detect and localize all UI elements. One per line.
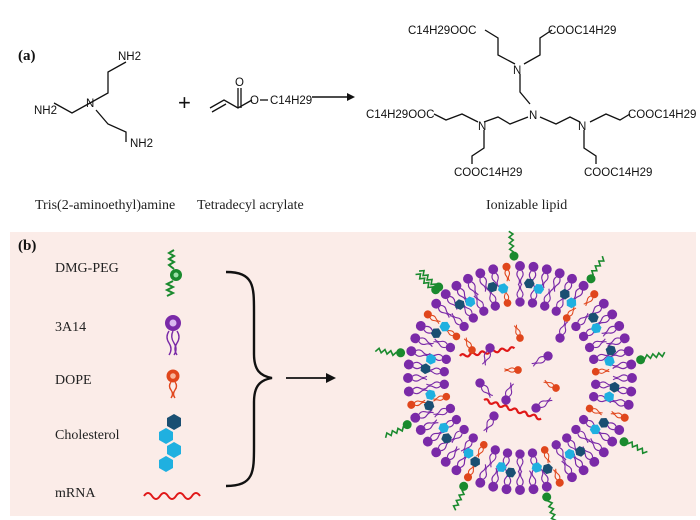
- ionizable-lipid-molecule: [402, 372, 428, 384]
- reactant2-name: Tetradecyl acrylate: [197, 198, 304, 213]
- plus-sign: +: [178, 90, 191, 115]
- grouping-brace: [225, 270, 273, 488]
- cholesterol-molecule: [603, 381, 620, 403]
- component-label-cholesterol: Cholesterol: [55, 428, 120, 443]
- acrylate-carbonyl-o: O: [235, 77, 244, 89]
- panel-a-label: (a): [18, 48, 36, 64]
- encapsulated-mrna: [459, 346, 542, 421]
- ionizable-lipid-structure: N N N N C14H29OOC COOC14H29 C14H29OOC CO…: [366, 25, 696, 179]
- dmg-peg-icon: [164, 249, 182, 297]
- tetradecyl-acrylate-structure: O O C14H29: [209, 77, 312, 113]
- dmg-peg-molecule: [447, 479, 471, 512]
- ionizable-lipid-molecule: [553, 319, 572, 345]
- dmg-peg-molecule: [634, 350, 667, 366]
- ionizable-lipid-molecule: [514, 448, 526, 473]
- ionizable-lipid-molecule: [514, 283, 526, 308]
- dope-molecule: [550, 467, 566, 489]
- ionizable-lipid-molecule: [585, 435, 612, 460]
- dmg-peg-molecule: [414, 267, 443, 297]
- dope-molecule: [591, 366, 611, 377]
- product-n-center: N: [529, 110, 537, 122]
- dope-molecule: [581, 287, 601, 309]
- tris-aminoethyl-amine-structure: N NH2 NH2 NH2: [34, 51, 153, 150]
- dope-molecule: [541, 377, 562, 394]
- ionizable-lipid-molecule: [428, 296, 455, 321]
- product-n-top: N: [513, 65, 521, 77]
- ionizable-lipid-molecule: [525, 469, 540, 496]
- ester-bottom-right: COOC14H29: [584, 167, 652, 179]
- dope-molecule: [421, 308, 443, 327]
- dmg-peg-molecule: [617, 434, 649, 460]
- dmg-peg-molecule: [583, 255, 611, 286]
- dope-molecule: [584, 402, 605, 418]
- dope-icon: [166, 369, 180, 399]
- ester-mid-right: COOC14H29: [628, 109, 696, 121]
- dope-molecule: [461, 335, 478, 356]
- acrylate-tail: C14H29: [270, 95, 312, 107]
- reactant1-name: Tris(2-aminoethyl)amine: [35, 198, 175, 213]
- amine-nh2-top: NH2: [118, 51, 141, 63]
- ionizable-lipid-molecule: [402, 383, 429, 398]
- 3a14-lipid-icon: [165, 315, 181, 356]
- ionizable-lipid-molecule: [514, 260, 526, 286]
- ionizable-lipid-molecule: [514, 470, 526, 496]
- acrylate-ester-o: O: [250, 95, 259, 107]
- dope-molecule: [609, 408, 631, 424]
- mrna-strand: [483, 398, 542, 421]
- dmg-peg-molecule: [381, 417, 414, 440]
- mrna-icon: [143, 492, 201, 500]
- dope-molecule: [539, 444, 554, 465]
- dope-molecule: [501, 261, 513, 283]
- ionizable-lipid-molecule: [611, 358, 638, 373]
- dope-molecule: [473, 439, 490, 460]
- amine-nh2-left: NH2: [34, 105, 57, 117]
- ionizable-lipid-molecule: [431, 335, 458, 355]
- reaction-arrow: [312, 93, 355, 101]
- lipid-nanoparticle: [374, 230, 667, 520]
- cholesterol-molecule: [420, 353, 437, 375]
- product-name: Ionizable lipid: [486, 198, 567, 213]
- ionizable-lipid-molecule: [529, 349, 555, 370]
- formation-arrow: [286, 373, 336, 383]
- ionizable-lipid-molecule: [529, 394, 555, 415]
- component-label-mrna: mRNA: [55, 486, 96, 501]
- ionizable-lipid-molecule: [612, 372, 638, 384]
- ionizable-lipid-molecule: [438, 443, 463, 470]
- dmg-peg-molecule: [540, 490, 558, 520]
- ionizable-lipid-molecule: [480, 409, 501, 435]
- dope-molecule: [405, 396, 427, 411]
- ester-top-left: C14H29OOC: [408, 25, 476, 37]
- component-label-dope: DOPE: [55, 373, 92, 388]
- mrna-strand: [459, 346, 516, 358]
- product-n-right: N: [578, 121, 586, 133]
- ionizable-lipid-molecule: [425, 378, 450, 391]
- dope-molecule: [511, 323, 526, 344]
- amine-nh2-bottom: NH2: [130, 138, 153, 150]
- panel-b-label: (b): [18, 238, 36, 254]
- ionizable-lipid-molecule: [472, 375, 496, 401]
- ester-top-right: COOC14H29: [548, 25, 616, 37]
- ester-mid-left: C14H29OOC: [366, 109, 434, 121]
- cholesterol-molecule: [429, 317, 452, 343]
- amine-n: N: [86, 98, 94, 110]
- component-label-dmg-peg: DMG-PEG: [55, 261, 119, 276]
- ionizable-lipid-molecule: [499, 381, 518, 407]
- dope-molecule: [503, 365, 523, 375]
- dmg-peg-molecule: [374, 342, 407, 359]
- component-label-3a14: 3A14: [55, 320, 86, 335]
- lipid-shell: [374, 230, 667, 520]
- inner-lipid-cluster: [461, 319, 572, 435]
- dope-molecule: [560, 304, 579, 324]
- ester-bottom-left: COOC14H29: [454, 167, 522, 179]
- cholesterol-icon: [159, 414, 181, 472]
- dmg-peg-molecule: [507, 230, 520, 262]
- product-n-left: N: [478, 121, 486, 133]
